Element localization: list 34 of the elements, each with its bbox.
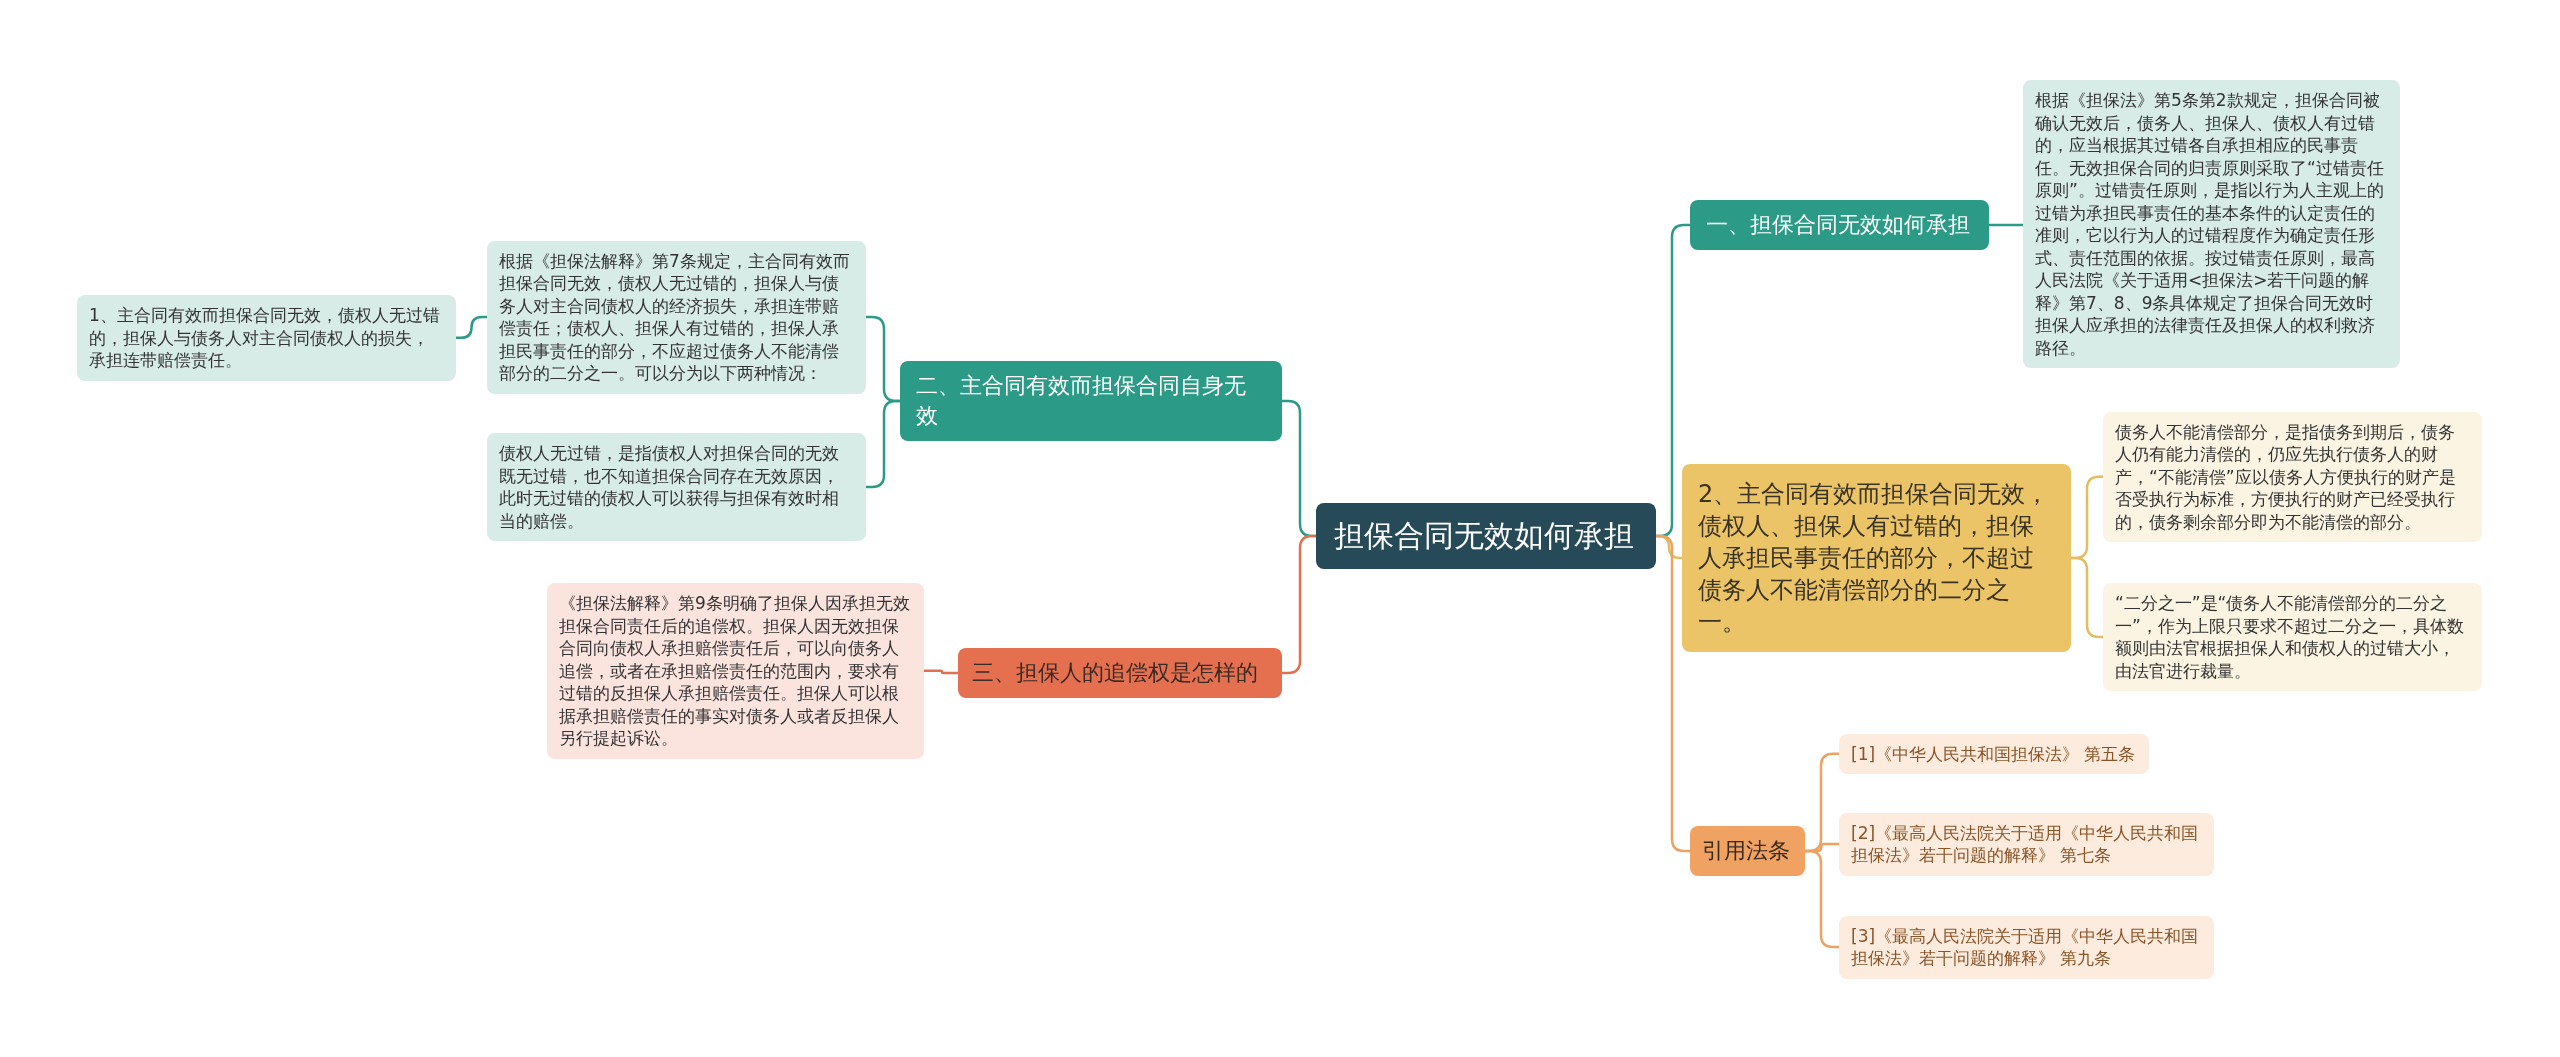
topic-text: 引用法条 — [1702, 837, 1791, 865]
note-card — [2103, 583, 2482, 691]
note-card — [77, 295, 456, 381]
reference-card — [1839, 733, 2149, 774]
reference-card — [1839, 812, 2214, 876]
note-text: 1、主合同有效而担保合同无效，债权人无过错的，担保人与债务人对主合同债权人的损失，承担连带赔偿责任。 — [89, 304, 441, 372]
note-text: 债务人不能清偿部分，是指债务到期后，债务人仍有能力清偿的，仍应先执行债务人的财产，“不能清偿”应以债务人方便执行的财产是否受执行为标准，方便执行的财产已经受执行的，债务剩余部分即为不能清偿的部分。 — [2115, 420, 2457, 533]
connector-line — [924, 669, 958, 675]
topic-text: 一、担保合同无效如何承担 — [1706, 211, 1971, 239]
branch-topic — [1682, 464, 2071, 652]
central-topic — [1316, 503, 1656, 569]
reference-card — [1839, 915, 2214, 979]
branch-topic — [900, 361, 1282, 441]
branch-topic — [1690, 200, 1989, 250]
branch-topic — [1690, 826, 1805, 876]
note-text: 《担保法解释》第9条明确了担保人因承担无效担保合同责任后的追偿权。担保人因无效担保合同向债权人承担赔偿责任后，可以向债务人追偿，或者在承担赔偿责任的范围内，要求有过错的反担保人承担赔偿责任。担保人可以根据承担赔偿责任的事实对债务人或者反担保人另行提起诉讼。 — [559, 592, 911, 750]
note-card — [2103, 411, 2482, 542]
note-text: “二分之一”是“债务人不能清偿部分的二分之一”，作为上限只要求不超过二分之一，具体数额则由法官根据担保人和债权人的过错大小，由法官进行裁量。 — [2115, 592, 2465, 682]
note-text: 根据《担保法》第5条第2款规定，担保合同被确认无效后，债务人、担保人、债权人有过错的，应当根据其过错各自承担相应的民事责任。无效担保合同的归责原则采取了“过错责任原则”。过错责任原则，是指以行为人主观上的过错为承担民事责任的基本条件的认定责任的准则，它以行为人的过错程度作为确定责任形式、责任范围的依据。按过错责任原则，最高人民法院《关于适用<担保法>若干问题的解释》第7、8、9条具体规定了担保合同无效时担保人应承担的法律责任及担保人的权利救济路径。 — [2035, 89, 2385, 359]
branch-topic — [958, 648, 1282, 698]
topic-text: 二、主合同有效而担保合同自身无效 — [916, 372, 1247, 430]
note-text: 根据《担保法解释》第7条规定，主合同有效而担保合同无效，债权人无过错的，担保人与债务人对主合同债权人的经济损失，承担连带赔偿责任；债权人、担保人有过错的，担保人承担民事责任的部分，不应超过债务人不能清偿部分的二分之一。可以分为以下两种情况： — [499, 249, 851, 385]
note-card — [487, 433, 866, 541]
note-card — [487, 240, 866, 394]
note-card — [547, 583, 924, 759]
reference-text: [3]《最高人民法院关于适用《中华人民共和国担保法》若干问题的解释》 第九条 — [1851, 924, 2200, 970]
connector-line — [1989, 223, 2023, 227]
reference-text: [1]《中华人民共和国担保法》 第五条 — [1851, 742, 2137, 765]
connector-line — [456, 315, 487, 339]
topic-text: 担保合同无效如何承担 — [1334, 517, 1635, 555]
reference-text: [2]《最高人民法院关于适用《中华人民共和国担保法》若干问题的解释》 第七条 — [1851, 821, 2200, 867]
topic-text: 2、主合同有效而担保合同无效，债权人、担保人有过错的，担保人承担民事责任的部分，不超过债务人不能清偿部分的二分之一。 — [1698, 479, 2051, 638]
topic-text: 三、担保人的追偿权是怎样的 — [972, 659, 1259, 687]
note-text: 债权人无过错，是指债权人对担保合同的无效既无过错，也不知道担保合同存在无效原因，此时无过错的债权人可以获得与担保有效时相当的赔偿。 — [499, 442, 840, 532]
